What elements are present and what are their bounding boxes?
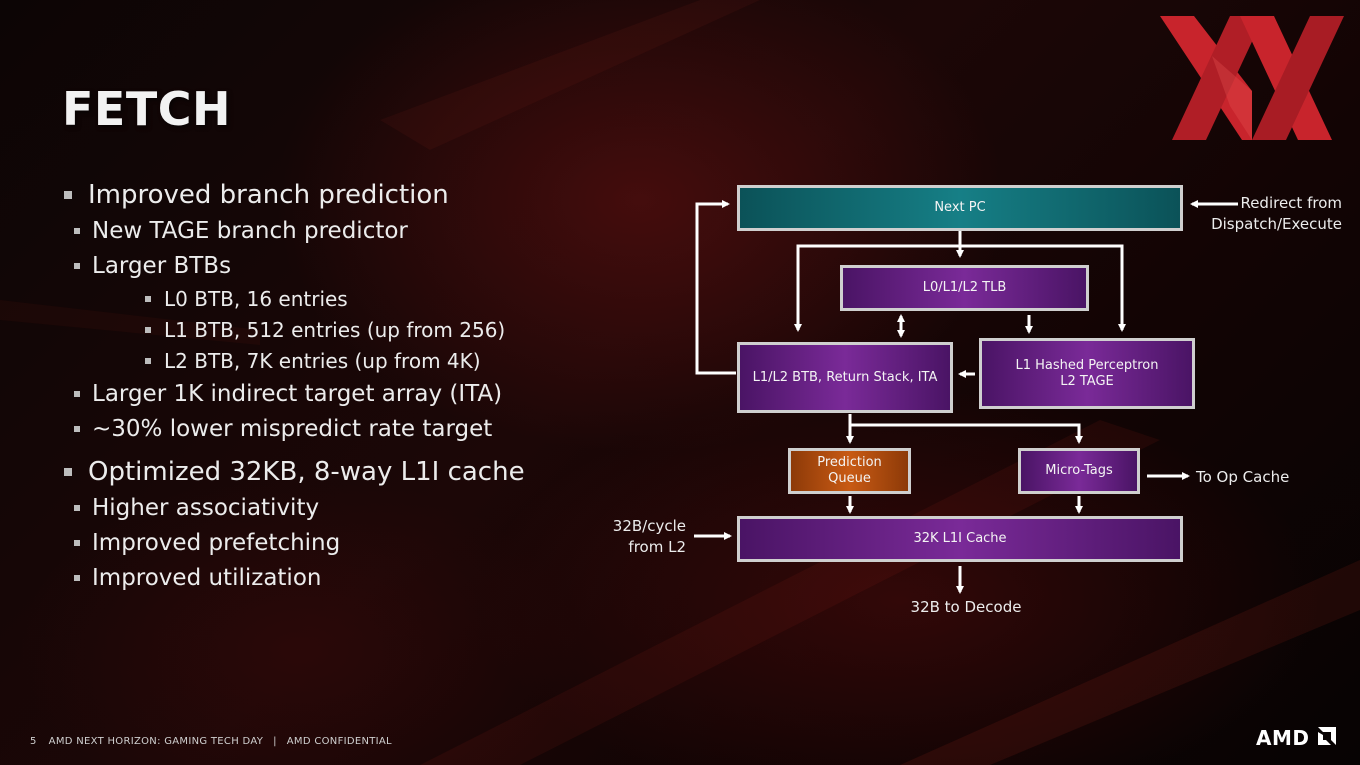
bullet-text: Improved utilization (92, 565, 322, 591)
from-l2-label-line2: from L2 (628, 538, 686, 556)
bullet-text: Optimized 32KB, 8-way L1I cache (88, 457, 525, 487)
bullet-text: L0 BTB, 16 entries (164, 287, 348, 311)
bullet-text: Larger BTBs (92, 253, 232, 279)
page-number: 5 (30, 736, 37, 747)
bullet-text: New TAGE branch predictor (92, 218, 408, 244)
to-op-cache-label: To Op Cache (1196, 468, 1290, 486)
bullet-text: L1 BTB, 512 entries (up from 256) (164, 318, 506, 342)
bullet-l2-btb: L2 BTB, 7K entries (up from 4K) (62, 346, 582, 377)
tlb-label: L0/L1/L2 TLB (922, 280, 1007, 295)
bullet-l0-btb: L0 BTB, 16 entries (62, 284, 582, 315)
bullet-text: Larger 1K indirect target array (ITA) (92, 381, 503, 407)
l1i-cache-label: 32K L1I Cache (913, 531, 1007, 546)
bullet-associativity: Higher associativity (62, 491, 582, 526)
bullet-tage: New TAGE branch predictor (62, 214, 582, 249)
prediction-queue-box: Prediction Queue (788, 448, 911, 494)
l1i-cache-box: 32K L1I Cache (737, 516, 1183, 562)
bullet-utilization: Improved utilization (62, 561, 582, 596)
next-pc-box: Next PC (737, 185, 1183, 231)
tlb-box: L0/L1/L2 TLB (840, 265, 1089, 311)
bullet-mispredict: ~30% lower mispredict rate target (62, 412, 582, 447)
micro-tags-box: Micro-Tags (1018, 448, 1140, 494)
bullet-ita: Larger 1K indirect target array (ITA) (62, 377, 582, 412)
amd-logo-text: AMD (1256, 726, 1310, 750)
slide-title: FETCH (62, 82, 231, 136)
next-pc-label: Next PC (934, 200, 986, 215)
footer-confidential: AMD CONFIDENTIAL (286, 736, 392, 747)
prediction-queue-label-line2: Queue (828, 471, 871, 486)
bullet-l1i-cache: Optimized 32KB, 8-way L1I cache (62, 453, 582, 491)
redirect-label: Redirect from Dispatch/Execute (1210, 193, 1342, 235)
from-l2-label-line1: 32B/cycle (612, 517, 686, 535)
bullet-marker (145, 327, 151, 333)
bullet-marker (74, 426, 80, 432)
bullet-text: L2 BTB, 7K entries (up from 4K) (164, 349, 481, 373)
redirect-label-line2: Dispatch/Execute (1211, 215, 1342, 233)
footer-separator: | (273, 736, 277, 747)
bullet-marker (74, 228, 80, 234)
bullet-branch-prediction: Improved branch prediction (62, 176, 582, 214)
bullet-text: Higher associativity (92, 495, 320, 521)
bullet-text: Improved branch prediction (88, 180, 449, 210)
bullet-marker (74, 391, 80, 397)
xx-logo (1160, 16, 1344, 140)
bullet-list: Improved branch prediction New TAGE bran… (62, 176, 582, 596)
from-l2-label: 32B/cycle from L2 (600, 516, 686, 558)
perceptron-box: L1 Hashed Perceptron L2 TAGE (979, 338, 1195, 409)
amd-arrow-icon (1318, 727, 1336, 745)
perceptron-label-line2: L2 TAGE (1060, 373, 1114, 389)
bullet-l1-btb: L1 BTB, 512 entries (up from 256) (62, 315, 582, 346)
arrow-btb-microtags (850, 423, 1083, 444)
redirect-label-line1: Redirect from (1240, 194, 1342, 212)
bullet-prefetching: Improved prefetching (62, 526, 582, 561)
bullet-text: Improved prefetching (92, 530, 341, 556)
bullet-marker (74, 575, 80, 581)
to-decode-label: 32B to Decode (910, 598, 1022, 616)
prediction-queue-label-line1: Prediction (817, 455, 882, 470)
micro-tags-label: Micro-Tags (1045, 463, 1113, 478)
bullet-marker (145, 296, 151, 302)
bullet-larger-btbs: Larger BTBs (62, 249, 582, 284)
btb-box: L1/L2 BTB, Return Stack, ITA (737, 342, 953, 413)
btb-label: L1/L2 BTB, Return Stack, ITA (752, 369, 938, 385)
bullet-marker (64, 191, 72, 199)
bullet-marker (74, 263, 80, 269)
footer: 5 AMD NEXT HORIZON: GAMING TECH DAY | AMD C… (30, 736, 392, 747)
perceptron-label-line1: L1 Hashed Perceptron (1015, 357, 1159, 373)
bullet-marker (74, 540, 80, 546)
bullet-text: ~30% lower mispredict rate target (92, 416, 493, 442)
arrow-btb-feedback (695, 200, 736, 375)
footer-event: AMD NEXT HORIZON: GAMING TECH DAY (48, 736, 264, 747)
bullet-marker (74, 505, 80, 511)
bullet-marker (64, 468, 72, 476)
bullet-marker (145, 358, 151, 364)
